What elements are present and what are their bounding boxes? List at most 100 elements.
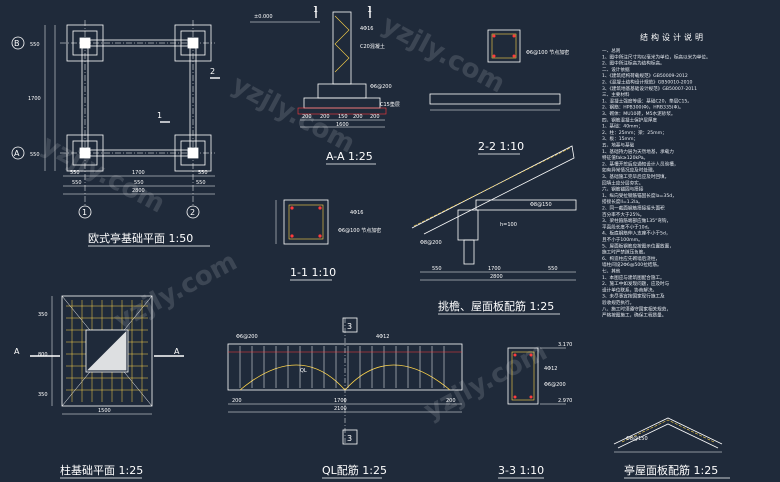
note-line: 3、梁柱箍筋端部应做135°弯钩，	[602, 217, 671, 224]
plan-dim-total: 2800	[132, 188, 145, 194]
note-line: 3、砌体：MU10砖，M5水泥砂浆。	[602, 110, 676, 117]
aa-dim-1: 200	[302, 114, 312, 120]
plan-dim-left-2: 1700	[28, 96, 41, 102]
note-line: 严格按图施工，确保工程质量。	[602, 312, 666, 319]
s33-ann-stirrup: Φ6@200	[544, 382, 566, 388]
column-foundation	[30, 295, 184, 415]
eaves-roof	[411, 145, 577, 281]
note-line: 五、地基与基础	[602, 142, 635, 149]
title-pavilion-roof: 亭屋面板配筋 1:25	[624, 463, 718, 477]
note-line: 验收规范执行。	[602, 299, 634, 306]
aa-ann-c20: C20混凝土	[360, 43, 385, 50]
note-line: 特征值fak≥120kPa。	[602, 154, 648, 161]
axis-1-label: 1	[82, 208, 87, 217]
axis-a-label: A	[14, 149, 20, 158]
pavilion-roof	[613, 417, 723, 453]
note-line: 5、屋面板钢筋应按图示位置放置，	[602, 242, 674, 249]
plan-dim-row2-1: 550	[72, 180, 82, 186]
col-dim-bottom: 1500	[98, 408, 111, 414]
col-cut-a-right: A	[174, 347, 180, 356]
title-ql-reinforcement: QL配筋 1:25	[322, 463, 387, 477]
ql-dim-2: 1700	[334, 398, 347, 404]
section-11	[275, 199, 329, 245]
note-line: 三、主要材料	[602, 91, 630, 98]
title-eaves-roof: 挑檐、屋面板配筋 1:25	[438, 299, 554, 313]
col-dim-left-2: 800	[38, 352, 48, 358]
note-line: 2、柱：25mm；梁：25mm；	[602, 129, 667, 136]
note-line: 1、混凝土强度等级：基础C20，垫层C15。	[602, 97, 692, 104]
title-section-33: 3-3 1:10	[498, 464, 544, 477]
note-line: 4、板底钢筋伸入支座不小于5d，	[602, 230, 670, 237]
note-line: 2、图中所注标高为结构标高。	[602, 60, 665, 67]
aa-dim-2: 200	[320, 114, 330, 120]
plan-dim-2: 1700	[132, 170, 145, 176]
note-line: 一、总则	[602, 47, 621, 54]
note-line: 2、钢筋：HPB300(Φ)，HRB335(Φ)。	[602, 104, 684, 111]
eaves-ann-slab: h=100	[500, 222, 517, 228]
aa-cut-label-left: 1	[313, 5, 318, 14]
roof-dim-2: 1700	[488, 266, 501, 272]
s33-elev-top: 3.170	[558, 342, 572, 348]
ql-cut-mark-bottom: 3	[347, 434, 352, 443]
plan-dim-row2-3: 550	[196, 180, 206, 186]
note-line: 1、纵向受拉钢筋锚固长度la=35d，	[602, 192, 677, 199]
note-line: 3、板：15mm；	[602, 135, 638, 142]
aa-dim-3: 150	[338, 114, 348, 120]
note-line: 1、图中所注尺寸均以毫米为单位，标高以米为单位。	[602, 53, 711, 60]
note-line: 六、钢筋锚固与搭接	[602, 186, 644, 193]
ql-ann-ring: QL	[300, 368, 307, 374]
aa-cut-label-right: 1	[367, 5, 372, 14]
note-line: 八、施工时须遵守国家相关规范，	[602, 305, 671, 312]
s33-elev-bottom: 2.970	[558, 398, 572, 404]
plan-dim-1: 550	[70, 170, 80, 176]
note-line: 6、构造柱应先砌墙后浇柱，	[602, 255, 660, 262]
note-line: 2、施工中如发现问题，应及时与	[602, 280, 670, 287]
plan-dim-left-1: 550	[30, 42, 40, 48]
aa-ann-c15: C15垫层	[380, 101, 400, 108]
plan-dim-3: 550	[198, 170, 208, 176]
axis-b-label: B	[14, 39, 20, 48]
aa-ann-stirrup: Φ6@200	[370, 84, 392, 90]
note-line: 1、基础：40mm；	[602, 123, 643, 130]
col-dim-left-1: 350	[38, 312, 48, 318]
plan-dim-row2-2: 550	[134, 180, 144, 186]
note-line: 四、钢筋混凝土保护层厚度	[602, 116, 658, 123]
axis-2-label: 2	[190, 208, 195, 217]
col-dim-left-3: 350	[38, 392, 48, 398]
note-line: 施工时严禁踩压负筋。	[602, 249, 648, 256]
title-column-foundation: 柱基础平面 1:25	[60, 463, 143, 477]
notes-title: 结构设计说明	[640, 32, 706, 42]
title-section-22: 2-2 1:10	[478, 140, 524, 153]
section-22	[429, 29, 561, 111]
s33-ann-rebar: 4Φ12	[544, 366, 557, 372]
section-aa	[250, 6, 387, 128]
roof-dim-total: 2800	[490, 274, 503, 280]
eaves-ann-rebar: Φ8@150	[530, 202, 552, 208]
foundation-plan	[11, 20, 220, 219]
ql-dim-3: 200	[446, 398, 456, 404]
cut-mark-2-label: 2	[210, 67, 215, 76]
s22-ann-stirrup: Φ6@100 节点加密	[526, 49, 569, 56]
note-line: 墙柱间设2Φ6@500拉结筋。	[602, 261, 662, 268]
ql-dim-total: 2100	[334, 406, 347, 412]
note-line: 1、《建筑结构荷载规范》GB50009-2012	[602, 72, 688, 79]
ql-reinforcement	[227, 317, 463, 445]
note-line: 3、《建筑地基基础设计规范》GB50007-2011	[602, 85, 697, 92]
col-cut-a-left: A	[14, 347, 20, 356]
section-33	[507, 347, 566, 405]
roof-dim-1: 550	[432, 266, 442, 272]
aa-elev: ±0.000	[254, 14, 273, 20]
aa-dim-4: 200	[353, 114, 363, 120]
ql-dim-1: 200	[232, 398, 242, 404]
note-line: 回填土应分层夯实。	[602, 179, 643, 186]
ql-cut-mark-top: 3	[347, 322, 352, 331]
note-line: 且不小于100mm。	[602, 236, 643, 243]
s11-ann-rebar: 4Φ16	[350, 210, 363, 216]
note-line: 3、基础施工完毕后应及时回填，	[602, 173, 669, 180]
note-line: 2、同一截面钢筋搭接接头面积	[602, 205, 665, 212]
s11-ann-stirrup: Φ6@100 节点加密	[338, 227, 381, 234]
eaves-ann-rebar2: Φ8@200	[420, 240, 442, 246]
note-line: 1、本图应与建筑图配合施工。	[602, 274, 665, 281]
title-section-aa: A-A 1:25	[326, 150, 373, 163]
